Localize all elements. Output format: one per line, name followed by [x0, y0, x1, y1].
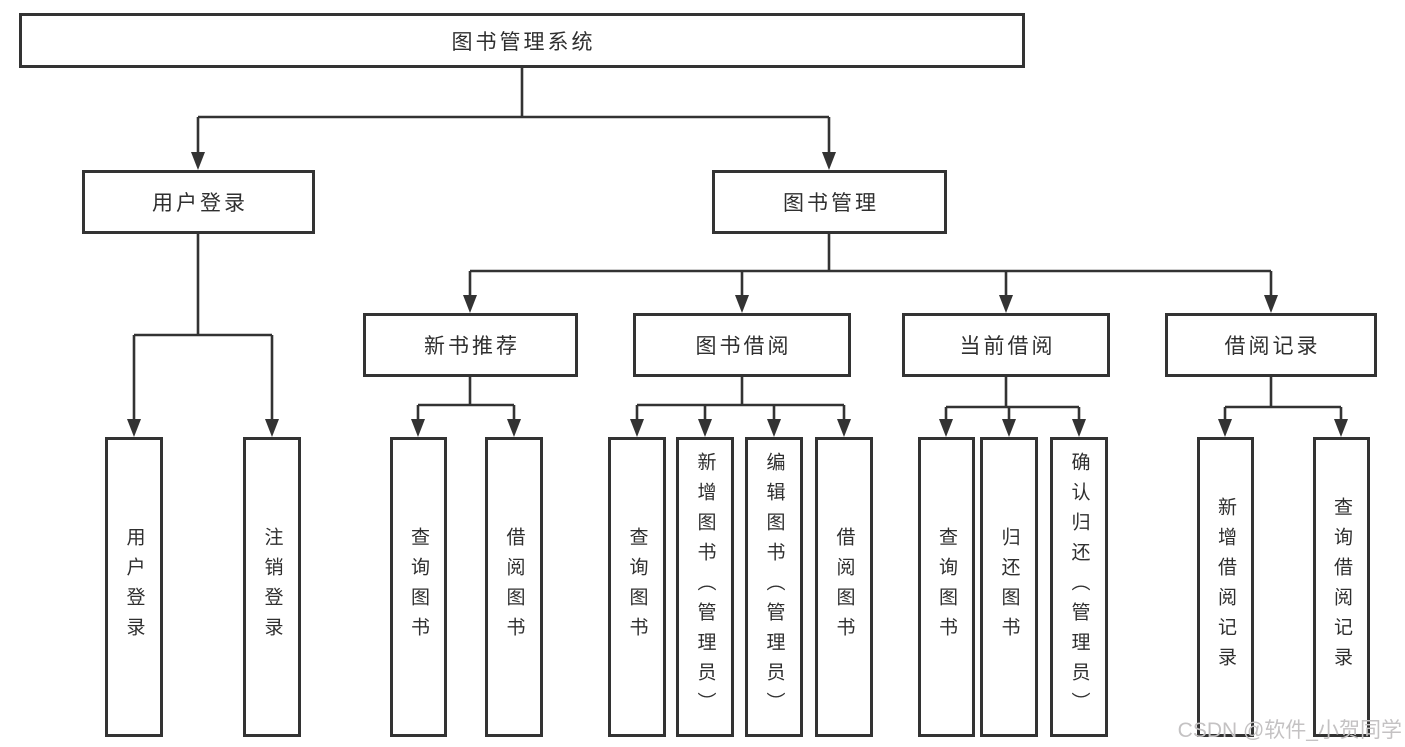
- node-user-login: 用户登录: [82, 170, 315, 234]
- leaf-query-books-current: 查询图书: [918, 437, 975, 737]
- leaf-confirm-return-admin: 确认归还（管理员）: [1050, 437, 1108, 737]
- leaf-add-borrow-record: 新增借阅记录: [1197, 437, 1254, 737]
- leaf-borrow-books-borrow: 借阅图书: [815, 437, 873, 737]
- leaf-borrow-books-recommend-label: 借阅图书: [503, 527, 525, 647]
- leaf-user-login: 用户登录: [105, 437, 163, 737]
- leaf-return-book-label: 归还图书: [998, 527, 1020, 647]
- leaf-query-books-current-label: 查询图书: [936, 527, 957, 647]
- leaf-query-books-recommend: 查询图书: [390, 437, 447, 737]
- leaf-user-login-label: 用户登录: [123, 527, 145, 647]
- leaf-edit-book-admin-label: 编辑图书（管理员）: [763, 452, 785, 722]
- node-book-borrow-label: 图书借阅: [695, 335, 792, 358]
- node-root-label: 图书管理系统: [451, 30, 596, 54]
- node-new-book-recommend: 新书推荐: [363, 313, 578, 377]
- leaf-query-books-recommend-label: 查询图书: [408, 527, 429, 647]
- leaf-logout: 注销登录: [243, 437, 301, 737]
- node-root: 图书管理系统: [19, 13, 1025, 68]
- leaf-query-books-borrow: 查询图书: [608, 437, 666, 737]
- node-borrow-records-label: 借阅记录: [1224, 335, 1321, 358]
- leaf-query-books-borrow-label: 查询图书: [626, 527, 648, 647]
- leaf-add-book-admin: 新增图书（管理员）: [676, 437, 734, 737]
- tree-edges: [127, 68, 1348, 437]
- node-current-borrow: 当前借阅: [902, 313, 1110, 377]
- leaf-return-book: 归还图书: [980, 437, 1038, 737]
- leaf-borrow-books-borrow-label: 借阅图书: [833, 527, 855, 647]
- leaf-edit-book-admin: 编辑图书（管理员）: [745, 437, 803, 737]
- leaf-borrow-books-recommend: 借阅图书: [485, 437, 543, 737]
- node-new-book-recommend-label: 新书推荐: [424, 335, 520, 358]
- node-borrow-records: 借阅记录: [1165, 313, 1377, 377]
- node-user-login-label: 用户登录: [152, 192, 248, 215]
- node-book-management-label: 图书管理: [783, 192, 879, 215]
- leaf-confirm-return-admin-label: 确认归还（管理员）: [1068, 452, 1090, 722]
- leaf-logout-label: 注销登录: [261, 527, 283, 647]
- node-book-management: 图书管理: [712, 170, 947, 234]
- node-book-borrow: 图书借阅: [633, 313, 851, 377]
- node-current-borrow-label: 当前借阅: [959, 335, 1056, 358]
- leaf-add-book-admin-label: 新增图书（管理员）: [694, 452, 716, 722]
- leaf-query-borrow-record: 查询借阅记录: [1313, 437, 1370, 737]
- leaf-add-borrow-record-label: 新增借阅记录: [1215, 497, 1236, 677]
- leaf-query-borrow-record-label: 查询借阅记录: [1331, 497, 1352, 677]
